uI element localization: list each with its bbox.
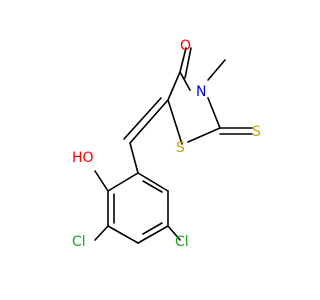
molecule-canvas: O N S S HO Cl Cl <box>72 38 261 250</box>
bond-c-oh <box>94 170 109 192</box>
atom-hydroxyl: HO <box>72 150 94 166</box>
bond-c2-s1 <box>187 127 221 143</box>
bond-c4-o <box>179 47 187 73</box>
bond-c5-c4 <box>167 71 181 101</box>
bond-c-cl-left <box>94 225 109 241</box>
bond-ar-1 <box>137 172 169 192</box>
bond-c-cl-right <box>167 225 181 241</box>
bond-ar-4 <box>107 225 139 244</box>
atom-thione-sulfur: S <box>252 124 261 140</box>
atom-ring-sulfur: S <box>176 140 185 156</box>
bond-exocyclic-double <box>123 97 162 140</box>
atom-chlorine-left: Cl <box>72 234 86 250</box>
bond-ar-inner-2 <box>142 222 163 235</box>
atom-nitrogen: N <box>196 84 206 100</box>
atom-labels: O N S S HO Cl Cl <box>72 38 261 250</box>
bond-ar-6 <box>107 172 139 192</box>
bond-ar-inner-1 <box>142 180 163 193</box>
bonds <box>94 47 253 244</box>
atom-carbonyl-oxygen: O <box>180 38 191 54</box>
atom-chlorine-right: Cl <box>175 234 189 250</box>
bond-n-methyl <box>207 59 226 81</box>
bond-c5-s1 <box>167 99 183 145</box>
bond-c4-n3 <box>179 71 191 91</box>
bond-n3-c2 <box>207 97 221 129</box>
bond-c4-o-double <box>184 47 192 79</box>
molecule-structure: O N S S HO Cl Cl <box>72 38 261 250</box>
bond-exocyclic <box>129 99 169 144</box>
bond-ar-3 <box>137 225 169 244</box>
bond-ch-aryl <box>129 142 139 174</box>
